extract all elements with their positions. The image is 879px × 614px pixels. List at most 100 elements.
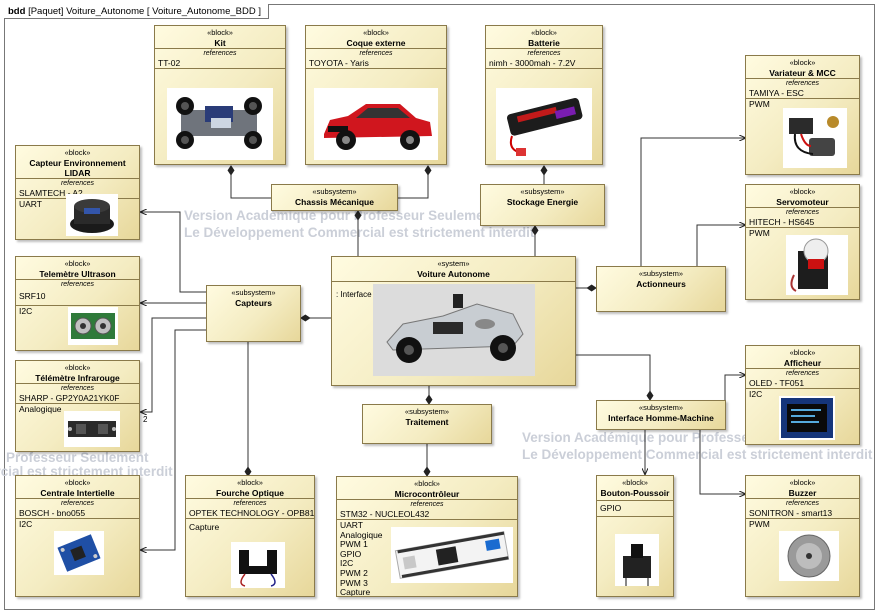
block-bouton[interactable]: «block»Bouton-Poussoir GPIO — [596, 475, 674, 597]
block-name: Microcontrôleur — [394, 489, 460, 499]
link-actionneurs-servo — [696, 225, 746, 266]
block-name: Bouton-Poussoir — [600, 488, 670, 498]
system-name: Voiture Autonome — [417, 269, 490, 279]
imu-photo — [54, 531, 104, 575]
esc-motor-photo — [783, 108, 847, 168]
block-servo[interactable]: «block»Servomoteur references HITECH - H… — [745, 184, 860, 300]
references-label: references — [60, 385, 95, 392]
block-lidar[interactable]: «block»Capteur Environnement LIDAR refer… — [15, 145, 140, 240]
block-name: Coque externe — [346, 38, 406, 48]
references-label: references — [60, 500, 95, 507]
port-value: I2C — [749, 389, 763, 399]
stereotype-label: «block» — [64, 478, 91, 487]
block-name: Capteur Environnement LIDAR — [29, 158, 126, 178]
block-batterie[interactable]: «block»Batterie references nimh - 3000ma… — [485, 25, 603, 165]
subsystem-capteurs[interactable]: «subsystem»Capteurs — [206, 285, 301, 342]
link-ihm-buzzer — [699, 430, 746, 494]
references-label: references — [785, 500, 820, 507]
stereotype-label: «block» — [789, 348, 816, 357]
subsystem-name: Capteurs — [235, 298, 272, 308]
port-value: PWM 3 — [340, 577, 368, 588]
port-value: Capture — [189, 522, 220, 532]
block-variateur[interactable]: «block»Variateur & MCC references TAMIYA… — [745, 55, 860, 175]
reference-value: SRF10 — [19, 291, 46, 301]
link-capteurs-lidar — [140, 212, 206, 293]
subsystem-stockage[interactable]: «subsystem»Stockage Energie — [480, 184, 605, 226]
references-label: references — [785, 80, 820, 87]
port-value: PWM — [749, 228, 770, 238]
stereotype-label: «subsystem» — [404, 407, 450, 416]
block-name: Telemètre Ultrason — [39, 269, 116, 279]
reference-value: TOYOTA - Yaris — [309, 58, 369, 68]
port-value: Analogique — [19, 404, 62, 414]
references-label: references — [527, 50, 561, 57]
block-coque[interactable]: «block»Coque externe references TOYOTA -… — [305, 25, 447, 165]
reference-value: TT-02 — [158, 58, 181, 68]
block-micro[interactable]: «block»Microcontrôleur references STM32 … — [336, 476, 518, 597]
port-value: PWM — [749, 519, 770, 529]
link-ihm-afficheur — [724, 375, 746, 400]
port-value: PWM — [749, 99, 770, 109]
port-value: GPIO — [600, 503, 622, 513]
stereotype-label: «block» — [64, 259, 91, 268]
block-name: Batterie — [528, 38, 560, 48]
block-ultrason[interactable]: «block»Telemètre Ultrason references SRF… — [15, 256, 140, 351]
link-system-ihm — [576, 354, 654, 401]
diagram-name: [ Voiture_Autonome_BDD ] — [146, 6, 261, 17]
interface-label: : Interface — [336, 290, 372, 299]
stereotype-label: «block» — [207, 28, 233, 37]
block-name: Centrale Intertielle — [40, 488, 115, 498]
autonomous-car-photo — [373, 284, 535, 376]
reference-value: HITECH - HS645 — [749, 217, 815, 227]
block-afficheur[interactable]: «block»Afficheur references OLED - TF051… — [745, 345, 860, 445]
diagram-frame — [4, 4, 875, 610]
port-value: Analogique — [340, 529, 383, 540]
link-chassis-kit — [227, 165, 271, 199]
subsystem-name: Interface Homme-Machine — [608, 413, 714, 423]
subsystem-chassis[interactable]: «subsystem»Chassis Mécanique — [271, 184, 398, 211]
oled-display-photo — [779, 396, 835, 440]
block-name: Servomoteur — [776, 197, 829, 207]
subsystem-actionneurs[interactable]: «subsystem»Actionneurs — [596, 266, 726, 312]
lidar-photo — [66, 194, 118, 236]
port-value: I2C — [19, 519, 33, 529]
block-name: Fourche Optique — [216, 488, 284, 498]
block-kit[interactable]: «block»Kit references TT-02 — [154, 25, 286, 165]
block-buzzer[interactable]: «block»Buzzer references SONITRON - smar… — [745, 475, 860, 597]
reference-value: SHARP - GP2Y0A21YK0F — [19, 393, 120, 403]
block-name: Variateur & MCC — [769, 68, 836, 78]
references-label: references — [60, 180, 95, 187]
subsystem-name: Traitement — [405, 417, 449, 427]
references-label: references — [203, 50, 237, 57]
block-centrale[interactable]: «block»Centrale Intertielle references B… — [15, 475, 140, 597]
stereotype-label: «system» — [437, 259, 470, 268]
reference-value: SLAMTECH - A2 — [19, 188, 83, 198]
subsystem-ihm[interactable]: «subsystem»Interface Homme-Machine — [596, 400, 726, 430]
diagram-header-tab: bdd [Paquet] Voiture_Autonome [ Voiture_… — [4, 4, 269, 19]
references-label: references — [359, 50, 393, 57]
stereotype-label: «block» — [531, 28, 557, 37]
stereotype-label: «block» — [622, 478, 648, 487]
stereotype-label: «block» — [789, 58, 816, 67]
references-label: references — [785, 209, 820, 216]
stereotype-label: «block» — [414, 479, 440, 488]
references-label: references — [410, 501, 444, 508]
system-voiture-autonome[interactable]: «system»Voiture Autonome : Interface — [331, 256, 576, 386]
references-label: references — [60, 281, 95, 288]
reference-value: OLED - TF051 — [749, 378, 805, 388]
port-value: GPIO — [340, 548, 362, 559]
port-value: I2C — [19, 306, 33, 316]
stereotype-label: «subsystem» — [638, 403, 684, 412]
block-infrarouge[interactable]: «block»Télémètre Infrarouge references S… — [15, 360, 140, 452]
stereotype-label: «subsystem» — [231, 288, 276, 297]
stereotype-label: «block» — [363, 28, 389, 37]
block-fourche[interactable]: «block»Fourche Optique references OPTEK … — [185, 475, 315, 597]
link-chassis-coque — [398, 165, 432, 199]
subsystem-traitement[interactable]: «subsystem»Traitement — [362, 404, 492, 444]
port-value: PWM 2 — [340, 567, 368, 578]
block-name: Télémètre Infrarouge — [35, 373, 120, 383]
subsystem-name: Chassis Mécanique — [295, 197, 374, 207]
nucleo-board-photo — [391, 527, 513, 583]
diagram-kind: bdd — [8, 6, 26, 17]
